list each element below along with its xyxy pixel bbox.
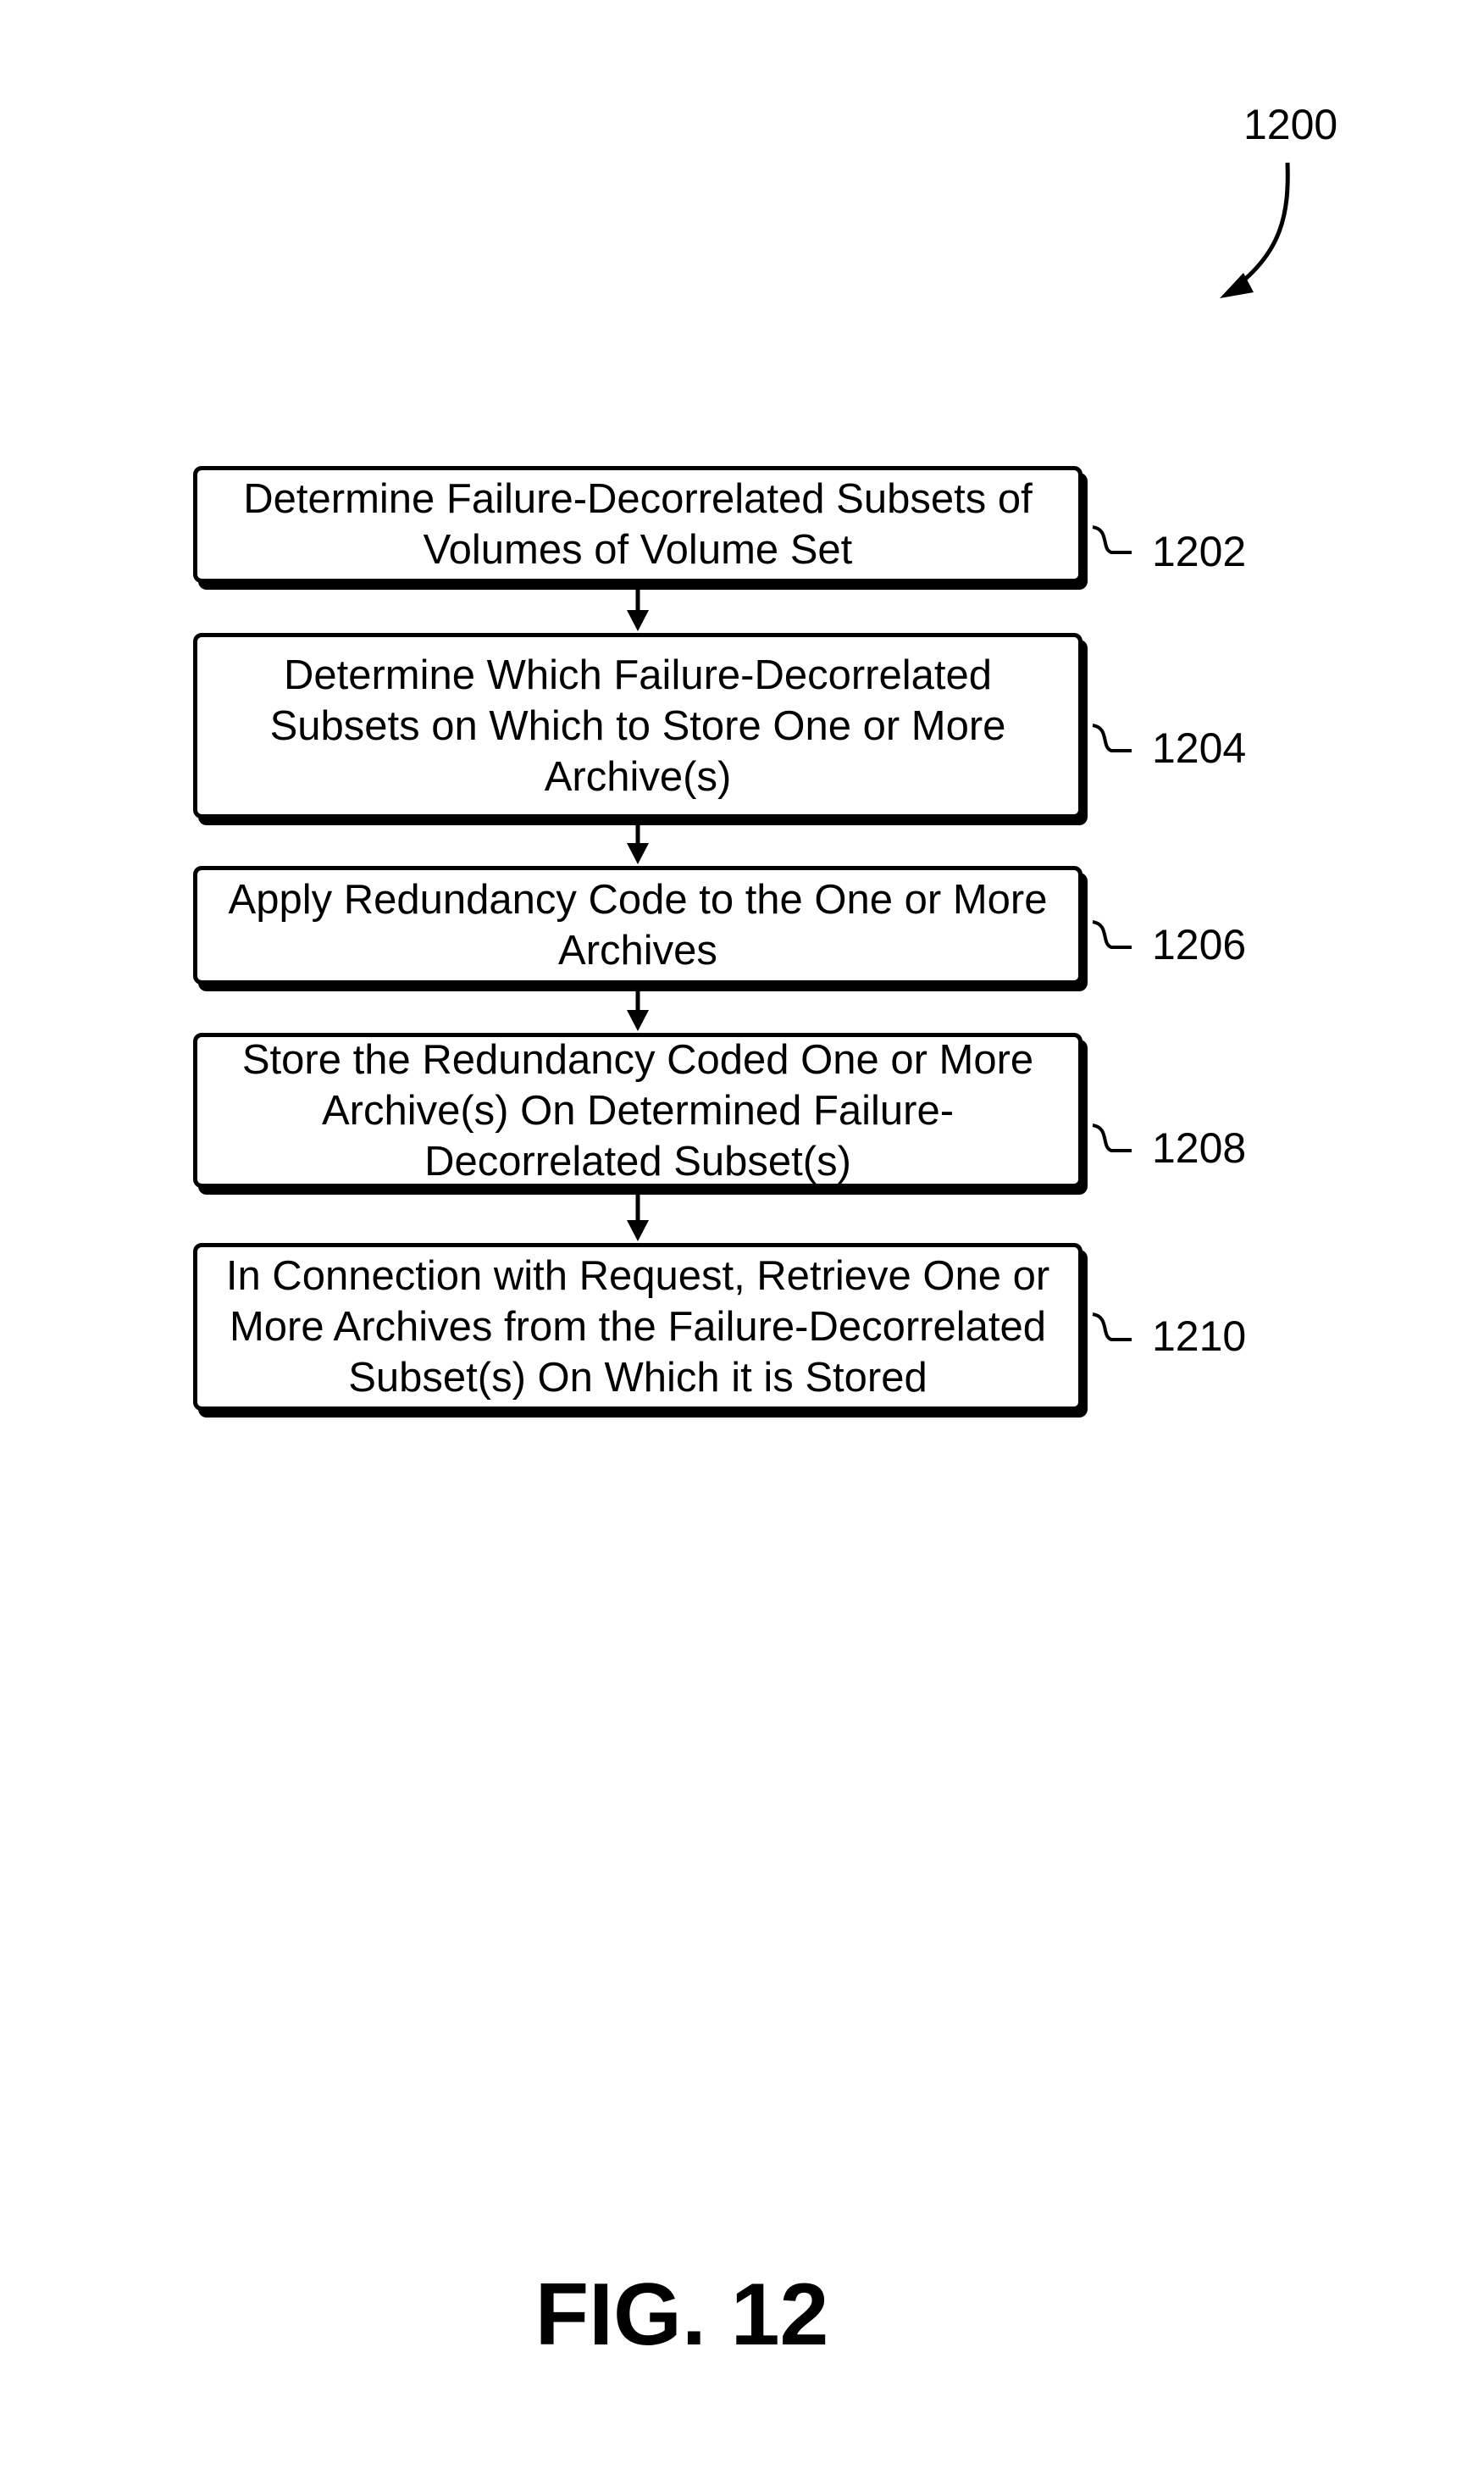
leader-1206: [1093, 922, 1132, 947]
step-ref-1210: 1210: [1152, 1315, 1246, 1357]
step-text-1210: In Connection with Request, Retrieve One…: [214, 1251, 1061, 1403]
step-text-1208: Store the Redundancy Coded One or More A…: [219, 1035, 1057, 1187]
leader-1210: [1093, 1314, 1132, 1340]
leader-1204: [1093, 725, 1132, 751]
arrowhead-1202-1204: [627, 610, 649, 631]
ref-leaders: [1093, 527, 1132, 1340]
step-box-1210: In Connection with Request, Retrieve One…: [193, 1243, 1083, 1411]
figure-ref-number: 1200: [1243, 103, 1337, 146]
step-box-1206: Apply Redundancy Code to the One or More…: [193, 866, 1083, 985]
step-box-1202: Determine Failure-Decorrelated Subsets o…: [193, 466, 1083, 583]
step-box-1208: Store the Redundancy Coded One or More A…: [193, 1033, 1083, 1188]
step-text-1204: Determine Which Failure-Decorrelated Sub…: [257, 650, 1019, 802]
step-ref-1204: 1204: [1152, 727, 1246, 769]
step-ref-1208: 1208: [1152, 1127, 1246, 1169]
step-text-1202: Determine Failure-Decorrelated Subsets o…: [227, 474, 1049, 575]
arrowhead-1204-1206: [627, 843, 649, 864]
arrowhead-1206-1208: [627, 1010, 649, 1031]
figure-label: FIG. 12: [0, 2271, 1364, 2359]
leader-1208: [1093, 1125, 1132, 1151]
arrowhead-1208-1210: [627, 1220, 649, 1241]
step-ref-1202: 1202: [1152, 530, 1246, 573]
step-box-1204: Determine Which Failure-Decorrelated Sub…: [193, 633, 1083, 818]
leader-1202: [1093, 527, 1132, 552]
step-ref-1206: 1206: [1152, 924, 1246, 966]
step-text-1206: Apply Redundancy Code to the One or More…: [219, 874, 1057, 976]
figure-ref-arrow: [1228, 163, 1287, 292]
